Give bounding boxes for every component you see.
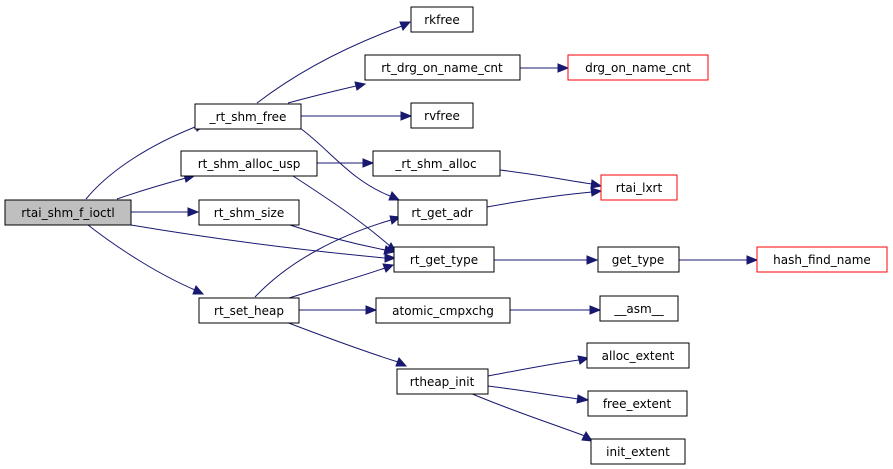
edge-rtheap-init-to-free-extent [487, 385, 590, 404]
node-label: free_extent [603, 397, 672, 411]
edge-rt-shm-alloc-to-rtai-lxrt [499, 169, 603, 189]
node-label: atomic_cmpxchg [392, 304, 494, 318]
edge-rt-shm-free-to-rt-get-adr [299, 127, 401, 201]
edge-rtai-shm-f-ioctl-to-rt-shm-size [131, 207, 200, 217]
node-rt-get-adr[interactable]: rt_get_adr [397, 199, 488, 226]
edge-rt-shm-free-to-rt-drg-on-name-cnt [287, 81, 367, 104]
node-label: drg_on_name_cnt [585, 61, 691, 75]
node-rtheap-init[interactable]: rtheap_init [396, 368, 489, 395]
node-free-extent[interactable]: free_extent [587, 390, 688, 417]
edge-rtai-shm-f-ioctl-to-rt-set-heap [87, 224, 205, 295]
node-hash-find-name[interactable]: hash_find_name [756, 246, 888, 273]
call-nodes: rtai_shm_f_ioctl _rt_shm_free rt_shm_all… [4, 6, 888, 465]
node-label: _rt_shm_free [209, 110, 287, 124]
node-label: rt_get_adr [411, 206, 472, 220]
node-rt-shm-alloc[interactable]: _rt_shm_alloc [372, 150, 501, 177]
edge-rtheap-init-to-alloc-extent [487, 355, 590, 377]
node-rt-shm-free[interactable]: _rt_shm_free [194, 103, 302, 130]
edge-atomic-cmpxchg-to-asm [510, 305, 602, 315]
edge-rt-shm-alloc-usp-to-rt-shm-alloc [317, 158, 375, 168]
node-label: rkfree [424, 13, 460, 27]
node-asm[interactable]: __asm__ [599, 295, 679, 322]
node-label: rtheap_init [410, 375, 475, 389]
edge-rt-shm-free-to-rvfree [301, 111, 413, 121]
node-label: rtai_lxrt [616, 181, 663, 195]
node-rt-drg-on-name-cnt[interactable]: rt_drg_on_name_cnt [364, 54, 521, 81]
node-get-type[interactable]: get_type [597, 246, 680, 273]
node-label: rt_shm_alloc_usp [198, 157, 301, 171]
edge-rtai-shm-f-ioctl-to-rt-shm-alloc-usp [116, 173, 196, 200]
node-label: rt_shm_size [214, 206, 284, 220]
node-label: rt_drg_on_name_cnt [381, 61, 503, 75]
node-drg-on-name-cnt[interactable]: drg_on_name_cnt [567, 54, 709, 81]
edge-rt-get-adr-to-rtai-lxrt [486, 187, 603, 208]
node-rvfree[interactable]: rvfree [410, 102, 474, 129]
edge-rtheap-init-to-init-extent [469, 392, 594, 442]
edge-get-type-to-hash-find-name [679, 255, 759, 265]
edge-rt-set-heap-to-rt-get-type [285, 263, 395, 300]
edge-rt-shm-free-to-rkfree [256, 21, 412, 104]
node-label: hash_find_name [773, 253, 871, 267]
edge-rt-get-type-to-get-type [494, 255, 599, 265]
node-alloc-extent[interactable]: alloc_extent [586, 342, 690, 369]
node-rt-set-heap[interactable]: rt_set_heap [198, 297, 300, 324]
edge-rt-set-heap-to-atomic-cmpxchg [299, 305, 378, 315]
node-atomic-cmpxchg[interactable]: atomic_cmpxchg [375, 297, 511, 324]
node-rt-shm-size[interactable]: rt_shm_size [198, 199, 300, 226]
edge-rt-set-heap-to-rtheap-init [285, 321, 408, 367]
node-label: rt_set_heap [214, 304, 284, 318]
node-label: __asm__ [613, 302, 664, 316]
node-rtai-lxrt[interactable]: rtai_lxrt [600, 174, 678, 201]
node-label: init_extent [606, 445, 670, 459]
edge-rt-set-heap-to-rt-get-adr [254, 215, 402, 298]
node-init-extent[interactable]: init_extent [590, 438, 686, 465]
node-label: rvfree [424, 109, 460, 123]
edge-rtai-shm-f-ioctl-to-rt-get-type [130, 224, 397, 263]
node-label: rtai_shm_f_ioctl [21, 206, 114, 220]
node-label: alloc_extent [602, 349, 675, 363]
node-rkfree[interactable]: rkfree [410, 6, 474, 33]
edge-rt-drg-on-name-cnt-to-drg-on-name-cnt [520, 63, 570, 73]
node-rtai-shm-f-ioctl[interactable]: rtai_shm_f_ioctl [4, 199, 132, 226]
node-rt-get-type[interactable]: rt_get_type [393, 246, 495, 273]
node-label: _rt_shm_alloc [394, 157, 476, 171]
edge-rt-shm-size-to-rt-get-type [289, 224, 396, 255]
node-rt-shm-alloc-usp[interactable]: rt_shm_alloc_usp [180, 150, 318, 177]
node-label: rt_get_type [410, 253, 478, 267]
node-label: get_type [612, 253, 665, 267]
